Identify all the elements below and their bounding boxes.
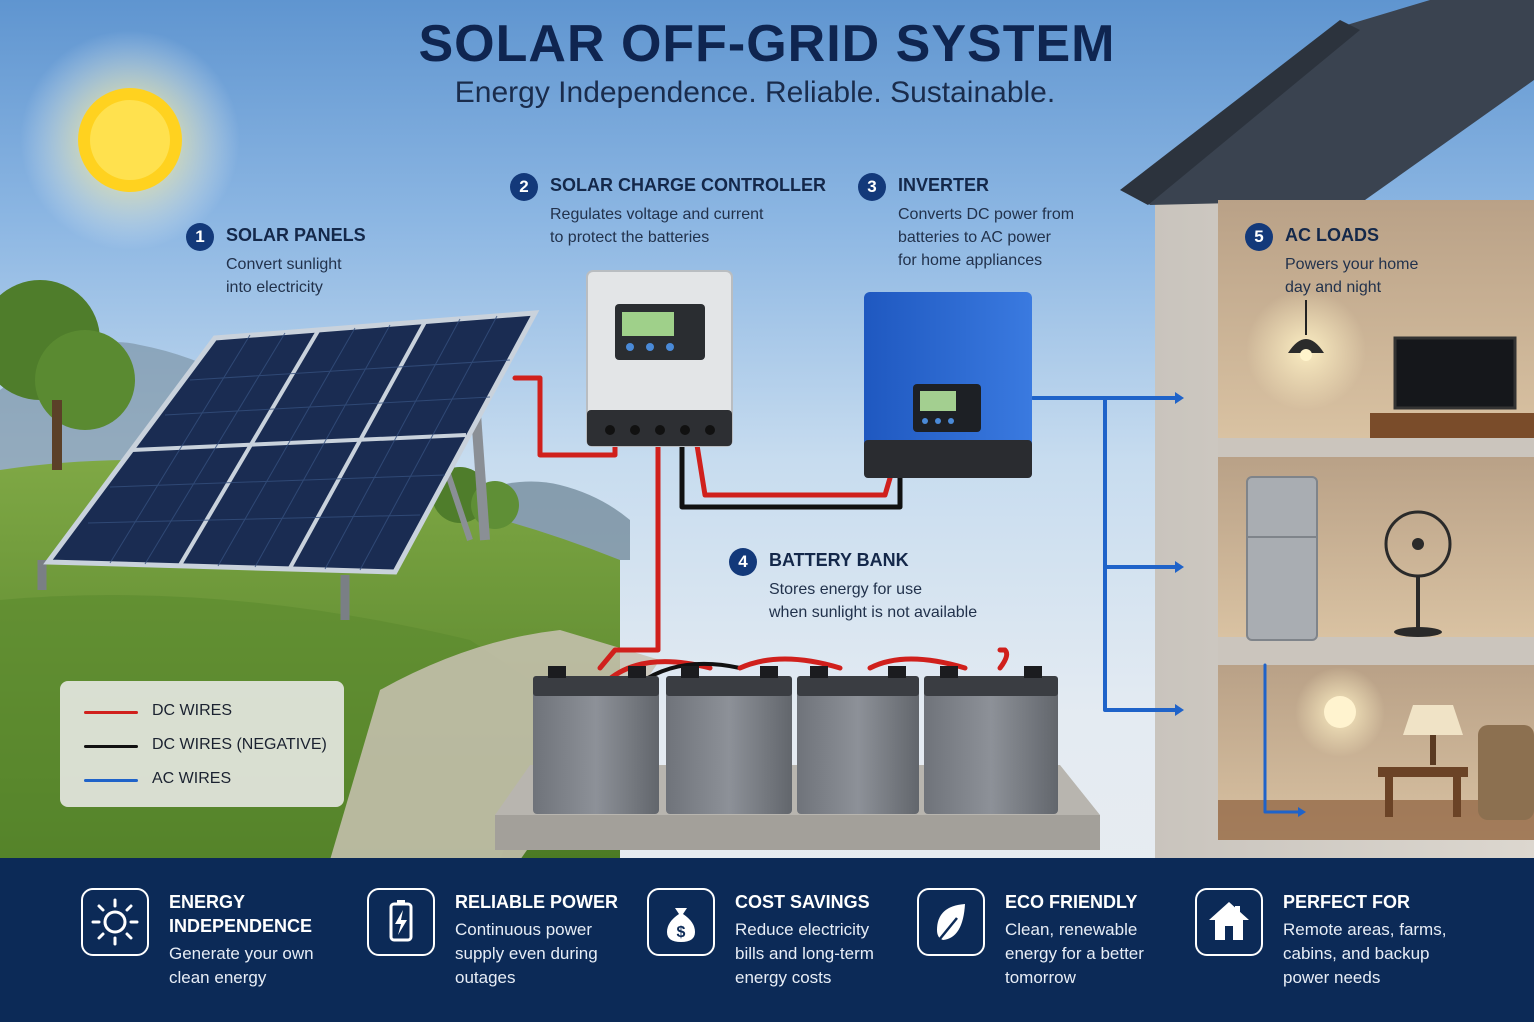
feature-title: ECO FRIENDLY [1005,892,1138,912]
dc-wire [597,442,661,671]
leaf-icon [917,888,985,956]
step-badge: 3 [858,173,886,201]
svg-text:$: $ [677,924,686,941]
callout-description: Stores energy for use when sunlight is n… [769,581,978,621]
legend-label: DC WIRES [152,702,232,719]
sun-icon [20,30,240,250]
feature-title: ENERGY INDEPENDENCE [169,892,313,936]
money-bag-icon: $ [647,888,715,956]
feature-title: PERFECT FOR [1283,892,1411,912]
legend-label: DC WIRES (NEGATIVE) [152,736,327,753]
house-icon [1195,888,1263,956]
sun-icon [81,888,149,956]
inverter-unit [864,292,1032,478]
wire-legend: DC WIRES DC WIRES (NEGATIVE) AC WIRES [60,681,344,807]
step-badge: 2 [510,173,538,201]
feature-title: RELIABLE POWER [455,892,619,912]
page-title: SOLAR OFF-GRID SYSTEM [418,15,1116,73]
solar-panel-array [37,310,540,620]
feature-title: COST SAVINGS [735,892,870,912]
charge-controller [586,270,733,447]
battery [924,666,1058,814]
page-subtitle: Energy Independence. Reliable. Sustainab… [454,76,1056,109]
callout-description: Powers your home day and night [1285,256,1419,296]
step-badge: 4 [729,548,757,576]
callout-solar-panels: 1 SOLAR PANELS Convert sunlight into ele… [186,223,426,303]
callout-description: Convert sunlight into electricity [226,256,342,296]
dc-wire [512,375,618,458]
negative-wire [679,442,903,510]
battery-bank [533,666,1058,814]
battery [797,666,919,814]
legend-swatch [84,711,138,714]
legend-swatch [84,779,138,782]
step-badge: 1 [186,223,214,251]
feature-description: Clean, renewable energy for a better tom… [1005,920,1144,987]
feature-description: Generate your own clean energy [169,944,314,987]
battery [533,666,659,814]
legend-swatch [84,745,138,748]
callout-description: Regulates voltage and current to protect… [550,206,764,246]
feature-description: Remote areas, farms, cabins, and backup … [1283,920,1447,987]
dc-wire [737,656,843,671]
features-footer: ENERGY INDEPENDENCE Generate your own cl… [0,858,1534,1022]
dc-wire [867,656,968,671]
callout-ac-loads: 5 AC LOADS Powers your home day and nigh… [1245,223,1465,303]
feature-eco-friendly: ECO FRIENDLY Clean, renewable energy for… [917,888,1177,1008]
callout-description: Converts DC power from batteries to AC p… [898,206,1075,269]
battery [666,666,792,814]
dc-wire [997,647,1010,671]
house [1120,0,1534,860]
callout-title: SOLAR CHARGE CONTROLLER [550,175,826,195]
feature-energy-independence: ENERGY INDEPENDENCE Generate your own cl… [81,888,351,1008]
feature-reliable-power: RELIABLE POWER Continuous power supply e… [367,888,637,1008]
battery-icon [367,888,435,956]
callout-title: BATTERY BANK [769,550,909,570]
feature-description: Continuous power supply even during outa… [455,920,598,987]
feature-perfect-for: PERFECT FOR Remote areas, farms, cabins,… [1195,888,1485,1008]
callout-inverter: 3 INVERTER Converts DC power from batter… [858,173,1108,273]
step-badge: 5 [1245,223,1273,251]
feature-cost-savings: $ COST SAVINGS Reduce electricity bills … [647,888,907,1008]
callout-title: SOLAR PANELS [226,225,366,245]
ac-wire [1263,663,1302,814]
wiring [512,375,1306,817]
callout-battery-bank: 4 BATTERY BANK Stores energy for use whe… [729,548,1029,628]
callout-title: INVERTER [898,175,990,195]
callout-charge-controller: 2 SOLAR CHARGE CONTROLLER Regulates volt… [510,173,830,253]
ac-wire [1103,396,1177,712]
callout-title: AC LOADS [1285,225,1379,245]
legend-label: AC WIRES [152,770,232,787]
feature-description: Reduce electricity bills and long-term e… [735,920,874,987]
dc-wire [694,442,893,498]
